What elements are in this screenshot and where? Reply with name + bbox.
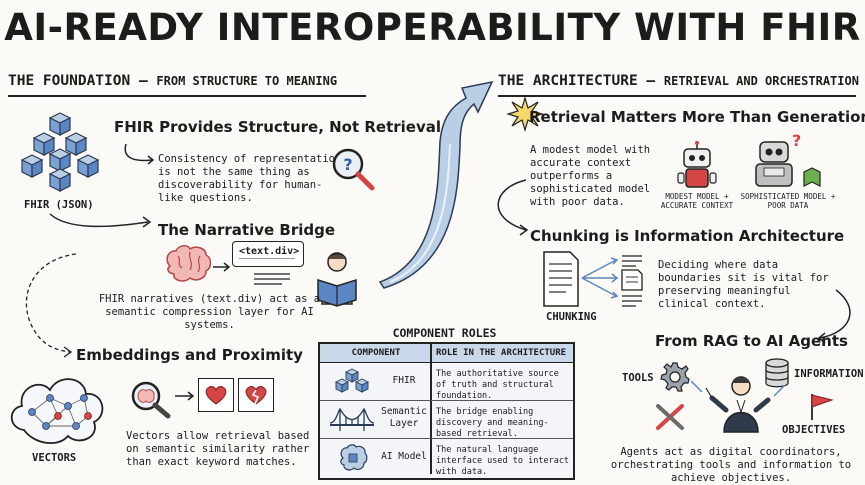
heart-icon [205,386,227,405]
broken-heart-icon [245,386,267,405]
architecture-dash: — [646,73,656,89]
dashed-connector-icon [25,253,77,358]
table-row: FHIR The authoritative source of truth a… [320,362,573,401]
fhir-cubes-icon [20,112,100,192]
fhir-structure-text: Consistency of representation is not the… [158,153,342,204]
architecture-subheading: RETRIEVAL AND ORCHESTRATION [663,74,859,88]
arrow-right-icon [175,391,195,401]
heart-card [198,378,234,412]
tools-wrench-icon [656,404,684,430]
cubes-icon [334,368,370,393]
chunking-document-icon [543,251,643,307]
gear-icon [660,362,690,392]
retrieval-heading: Retrieval Matters More Than Generation [529,108,865,126]
page-title: AI-READY INTEROPERABILITY WITH FHIR [4,6,861,49]
row-component-fhir: FHIR [392,375,416,386]
sophisticated-model-label: SOPHISTICATED MODEL + POOR DATA [740,192,836,210]
brain-chip-icon [340,444,368,471]
foundation-underline [8,95,366,97]
chunking-arrow-icon [497,179,529,236]
fhir-json-label: FHIR (JSON) [24,199,94,211]
table-header-role: ROLE IN THE ARCHITECTURE [436,348,567,358]
table-header: COMPONENT ROLE IN THE ARCHITECTURE [320,344,573,363]
foundation-dash: — [138,73,148,89]
person-reading-icon [317,252,357,307]
embeddings-heading: Embeddings and Proximity [76,346,303,364]
starburst-icon [505,95,545,133]
text-div-bubble: <text.div> [232,241,304,267]
row-component-semantic-layer: Semantic Layer [381,406,427,429]
chunking-heading: Chunking is Information Architecture [530,227,845,245]
architecture-section-heading: THE ARCHITECTURE — RETRIEVAL AND ORCHEST… [498,73,859,89]
row-role-fhir: The authoritative source of truth and st… [436,369,559,401]
table-header-component: COMPONENT [351,348,401,358]
row-component-ai-model: AI Model [381,451,427,462]
vectors-label: VECTORS [32,452,77,464]
svg-text:?: ? [792,131,801,150]
text-div-label: <text.div> [239,246,300,257]
foundation-section-heading: THE FOUNDATION — FROM STRUCTURE TO MEANI… [8,73,337,89]
sophisticated-robot-icon: ? [755,131,821,187]
architecture-underline [498,95,856,97]
architecture-heading: THE ARCHITECTURE [498,73,638,89]
arrow-diag-icon [773,384,786,397]
bridge-icon [329,407,375,431]
narrative-bridge-heading: The Narrative Bridge [158,221,336,239]
arrow-diag-icon [690,380,703,393]
retrieval-text: A modest model with accurate context out… [530,144,651,208]
information-label: INFORMATION [794,368,864,380]
curved-arrow-icon [124,143,155,165]
modest-robot-icon [677,141,717,188]
magnifier-question-icon: ? [332,148,375,191]
central-curved-arrow-icon [378,80,494,289]
component-roles-table: COMPONENT ROLE IN THE ARCHITECTURE FHIR … [318,342,575,480]
bridge-arrow-icon [49,213,152,228]
agents-text: Agents act as digital coordinators, orch… [610,446,852,484]
narrative-bridge-text: FHIR narratives (text.div) act as a sema… [98,293,321,331]
modest-model-label: MODEST MODEL + ACCURATE CONTEXT [660,192,734,210]
fhir-structure-heading: FHIR Provides Structure, Not Retrieval [114,118,442,136]
foundation-subheading: FROM STRUCTURE TO MEANING [156,74,338,88]
chunking-label: CHUNKING [546,311,597,323]
broken-heart-card [238,378,274,412]
embeddings-text: Vectors allow retrieval based on semanti… [126,430,310,468]
objectives-label: OBJECTIVES [782,424,846,436]
chunking-text: Deciding where data boundaries sit is vi… [658,259,829,310]
magnifier-brain-icon [131,381,171,419]
database-icon [765,358,789,388]
arrow-right-icon [213,262,231,272]
table-row: Semantic Layer The bridge enabling disco… [320,400,573,439]
agents-heading: From RAG to AI Agents [655,332,848,350]
conductor-agent-icon [705,376,771,433]
foundation-heading: THE FOUNDATION [8,73,131,89]
objective-flag-icon [811,394,834,420]
component-roles-title: COMPONENT ROLES [392,326,497,340]
tools-label: TOOLS [622,372,654,384]
agents-arrow-icon [817,289,851,344]
table-row: AI Model The natural language interface … [320,438,573,477]
text-lines-icon [254,273,290,285]
row-role-ai-model: The natural language interface used to i… [436,445,570,477]
brain-icon [166,245,212,282]
vectors-cloud-icon [10,378,104,444]
row-role-semantic-layer: The bridge enabling discovery and meanin… [436,407,549,439]
svg-text:?: ? [343,155,352,174]
